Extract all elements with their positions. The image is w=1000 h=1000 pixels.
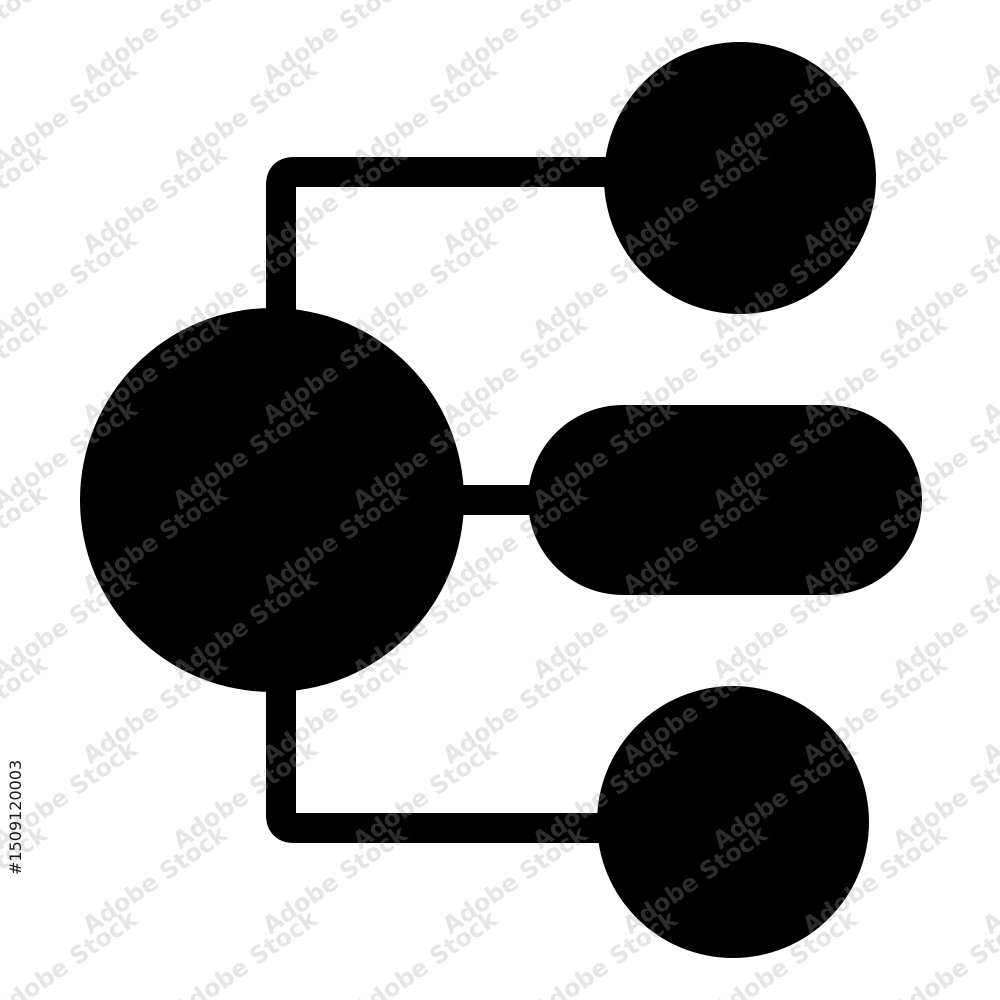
connector-top [266, 157, 620, 330]
connector-bottom [266, 670, 620, 843]
child-node-top [604, 42, 876, 314]
child-node-middle-pill [528, 405, 922, 595]
child-node-bottom [597, 686, 869, 958]
connector-lines [266, 157, 620, 843]
asset-id-label: #1509120003 [6, 759, 25, 875]
root-node [80, 308, 464, 692]
